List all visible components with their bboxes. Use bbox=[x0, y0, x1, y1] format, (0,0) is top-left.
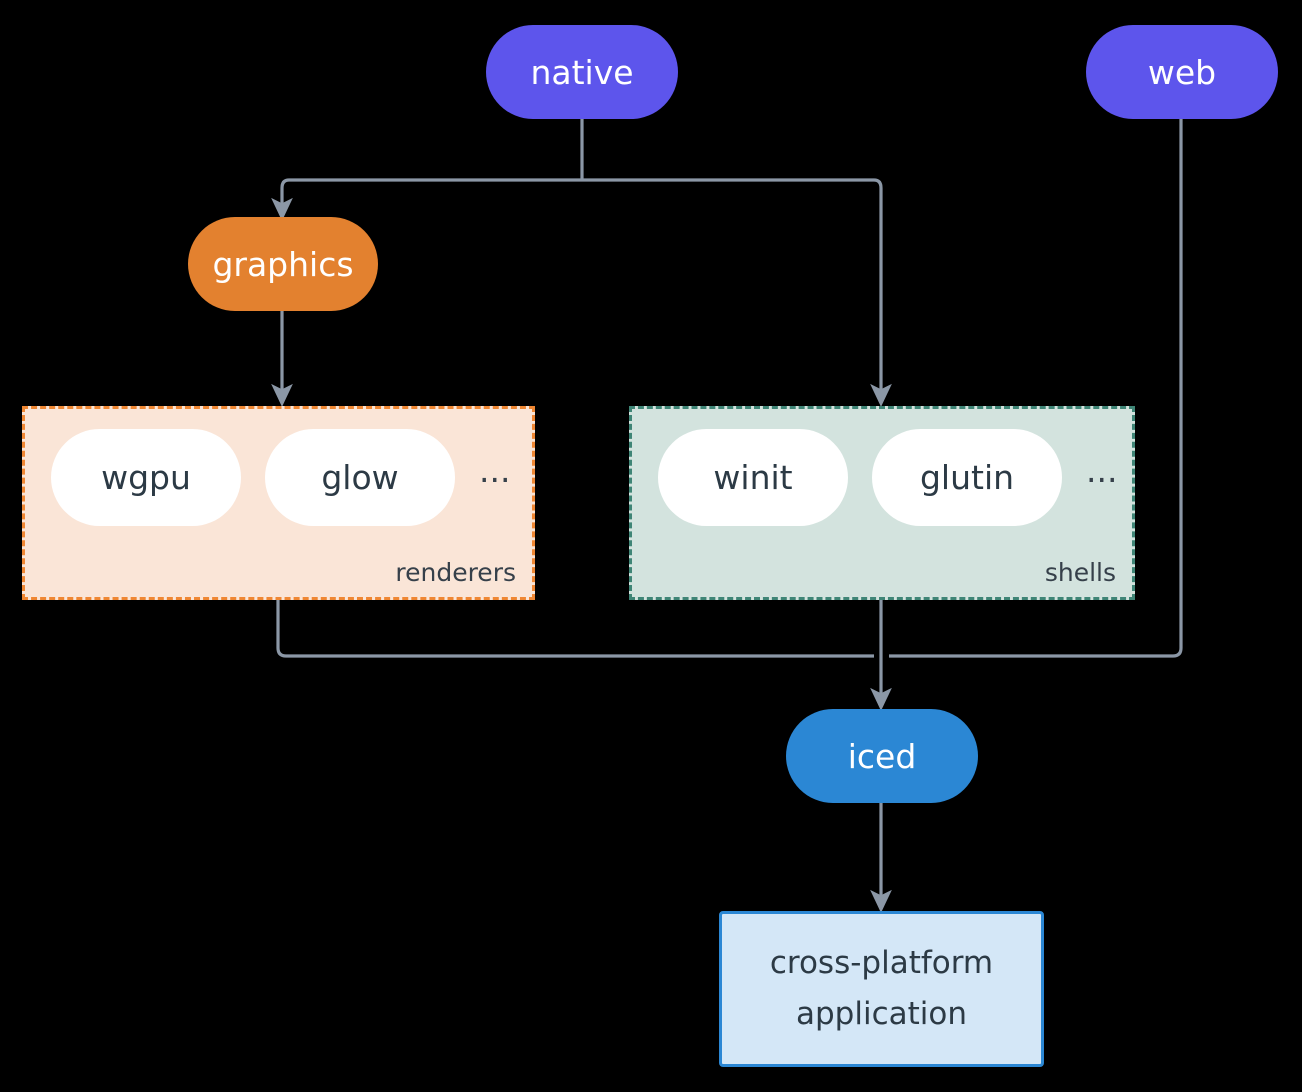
node-web[interactable]: web bbox=[1086, 25, 1278, 119]
node-native[interactable]: native bbox=[486, 25, 678, 119]
renderers-chip-row: wgpu glow ... bbox=[51, 429, 510, 526]
node-native-label: native bbox=[530, 52, 634, 92]
chip-glutin-label: glutin bbox=[919, 458, 1015, 497]
edge-renderers-to-merge bbox=[276, 600, 874, 658]
group-shells-label: shells bbox=[1044, 558, 1116, 587]
renderers-ellipsis: ... bbox=[479, 451, 511, 490]
chip-winit-label: winit bbox=[713, 458, 793, 497]
application-label-line1: cross-platform bbox=[769, 944, 994, 981]
chip-glow-label: glow bbox=[321, 458, 399, 497]
edge-native-to-graphics bbox=[271, 178, 582, 221]
group-renderers-label: renderers bbox=[395, 558, 516, 587]
node-graphics-label: graphics bbox=[212, 244, 354, 284]
node-iced[interactable]: iced bbox=[786, 709, 978, 803]
chip-glutin[interactable]: glutin bbox=[872, 429, 1062, 526]
node-web-label: web bbox=[1147, 52, 1217, 92]
node-graphics[interactable]: graphics bbox=[188, 217, 378, 311]
application-label-line2: application bbox=[796, 996, 967, 1032]
node-cross-platform-application[interactable]: cross-platform application bbox=[719, 911, 1044, 1067]
node-iced-label: iced bbox=[847, 736, 917, 776]
edge-native-to-shells bbox=[582, 178, 892, 407]
group-shells[interactable]: winit glutin ... shells bbox=[629, 406, 1135, 600]
chip-wgpu-label: wgpu bbox=[101, 458, 191, 497]
chip-wgpu[interactable]: wgpu bbox=[51, 429, 241, 526]
chip-glow[interactable]: glow bbox=[265, 429, 455, 526]
shells-chip-row: winit glutin ... bbox=[658, 429, 1117, 526]
chip-winit[interactable]: winit bbox=[658, 429, 848, 526]
shells-ellipsis: ... bbox=[1086, 451, 1118, 490]
group-renderers[interactable]: wgpu glow ... renderers bbox=[22, 406, 535, 600]
